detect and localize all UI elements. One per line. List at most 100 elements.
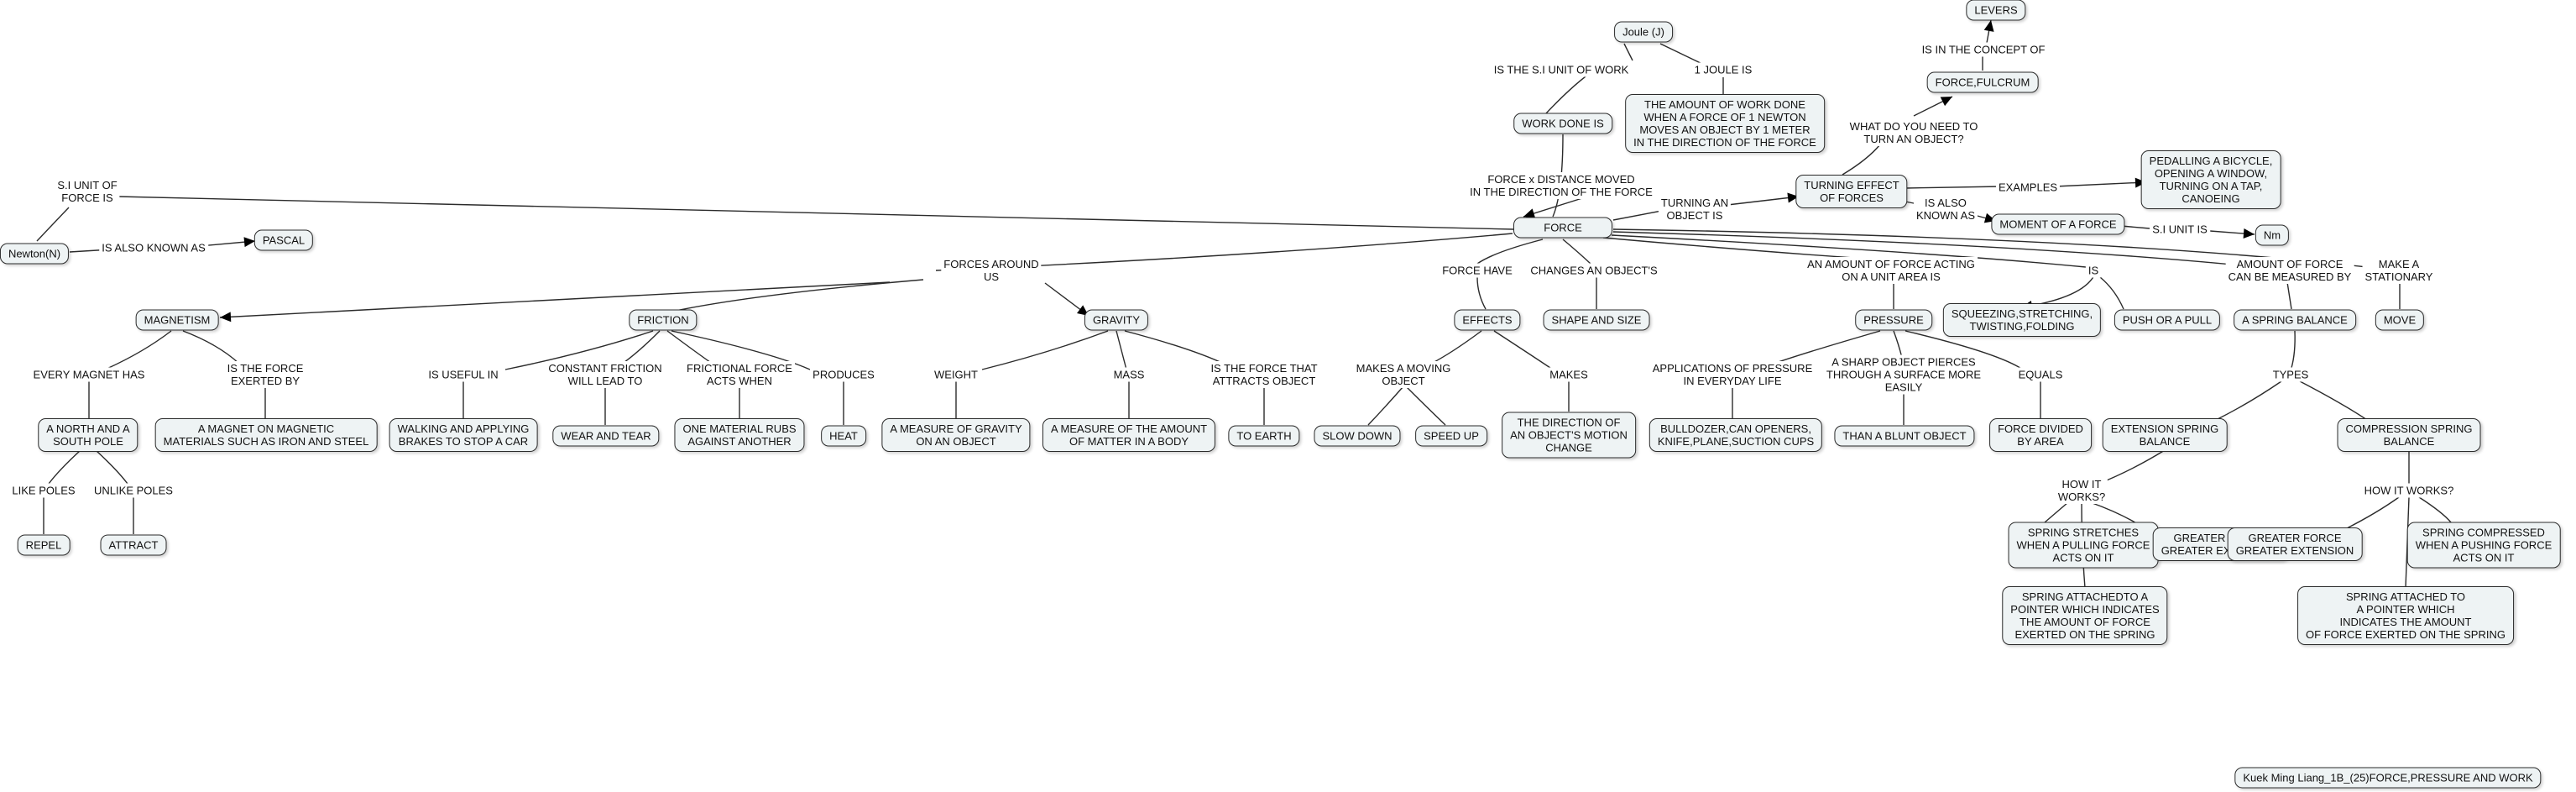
label-attracts-earth: IS THE FORCE THAT ATTRACTS OBJECT: [1208, 361, 1320, 388]
link-force-changes: [1562, 239, 1591, 265]
label-how-works-1: HOW IT WORKS?: [2055, 477, 2108, 504]
label-mass: MASS: [1110, 367, 1147, 382]
node-bulldozer[interactable]: BULLDOZER,CAN OPENERS, KNIFE,PLANE,SUCTI…: [1649, 418, 1823, 452]
node-newton[interactable]: Newton(N): [0, 243, 70, 265]
label-make-stationary: MAKE A STATIONARY: [2362, 257, 2436, 284]
node-walking[interactable]: WALKING AND APPLYING BRAKES TO STOP A CA…: [389, 418, 538, 452]
node-spring-compressed[interactable]: SPRING COMPRESSED WHEN A PUSHING FORCE A…: [2406, 522, 2561, 569]
node-to-earth[interactable]: TO EARTH: [1228, 425, 1300, 447]
link-turning-te: [1727, 196, 1800, 206]
node-spring-attached-2[interactable]: SPRING ATTACHED TO A POINTER WHICH INDIC…: [2297, 586, 2514, 645]
node-wear-tear[interactable]: WEAR AND TEAR: [552, 425, 660, 447]
link-forcearound-friction: [671, 279, 924, 312]
link-moving-slow: [1367, 386, 1404, 426]
node-force-area[interactable]: FORCE DIVIDED BY AREA: [1989, 418, 2092, 452]
node-spring-attached-1[interactable]: SPRING ATTACHEDTO A POINTER WHICH INDICA…: [2002, 586, 2168, 645]
node-pressure[interactable]: PRESSURE: [1855, 309, 1932, 331]
node-heat[interactable]: HEAT: [821, 425, 866, 447]
node-push-pull[interactable]: PUSH OR A PULL: [2114, 309, 2221, 331]
label-moving-object: MAKES A MOVING OBJECT: [1353, 361, 1454, 388]
label-examples: EXAMPLES: [1995, 180, 2061, 195]
node-move[interactable]: MOVE: [2375, 309, 2425, 331]
label-in-concept: IS IN THE CONCEPT OF: [1919, 42, 2048, 57]
link-forcehave-effects: [1476, 276, 1487, 310]
node-compression-balance[interactable]: COMPRESSION SPRING BALANCE: [2337, 418, 2481, 452]
link-effects-moving: [1430, 330, 1482, 365]
link-sb-types: [2291, 330, 2296, 369]
node-squeezing[interactable]: SQUEEZING,STRETCHING, TWISTING,FOLDING: [1942, 303, 2102, 337]
link-joule-onejoule: [1659, 43, 1705, 66]
node-one-material[interactable]: ONE MATERIAL RUBS AGAINST ANOTHER: [674, 418, 805, 452]
label-is: IS: [2085, 263, 2102, 278]
label-forces-around: FORCES AROUND US: [941, 257, 1042, 284]
link-si-force: [117, 196, 1514, 230]
node-speed-up[interactable]: SPEED UP: [1415, 425, 1487, 447]
node-gravity[interactable]: GRAVITY: [1084, 309, 1149, 331]
node-nm[interactable]: Nm: [2255, 224, 2290, 246]
label-what-need: WHAT DO YOU NEED TO TURN AN OBJECT?: [1847, 119, 1981, 146]
node-spring-balance[interactable]: A SPRING BALANCE: [2234, 309, 2356, 331]
node-work-done[interactable]: WORK DONE IS: [1513, 113, 1612, 134]
link-examples-ped: [2054, 181, 2147, 187]
label-unlike-poles: UNLIKE POLES: [91, 483, 175, 498]
link-te-examples: [1905, 186, 2003, 189]
label-si-unit-is: S.I UNIT IS: [2150, 222, 2210, 237]
link-what-ff-arrowhead-icon: [1940, 97, 1952, 107]
label-constant-friction: CONSTANT FRICTION WILL LEAD TO: [546, 361, 665, 388]
node-north-south[interactable]: A NORTH AND A SOUTH POLE: [38, 418, 138, 452]
node-levers[interactable]: LEVERS: [1966, 0, 2026, 21]
node-pedalling[interactable]: PEDALLING A BICYCLE, OPENING A WINDOW, T…: [2140, 150, 2281, 209]
link-pressure-sharp: [1893, 330, 1903, 359]
label-measured-by: AMOUNT OF FORCE CAN BE MEASURED BY: [2225, 257, 2354, 284]
node-force-fulcrum[interactable]: FORCE,FULCRUM: [1926, 71, 2039, 93]
link-friction-constant: [620, 330, 661, 365]
node-author[interactable]: Kuek Ming Liang_1B_(25)FORCE,PRESSURE AN…: [2234, 767, 2542, 789]
link-siwork-joule: [1623, 43, 1633, 61]
node-moment[interactable]: MOMENT OF A FORCE: [1991, 213, 2125, 235]
label-every-magnet: EVERY MAGNET HAS: [30, 367, 148, 382]
node-measure-gravity[interactable]: A MEASURE OF GRAVITY ON AN OBJECT: [881, 418, 1031, 452]
node-magnetism[interactable]: MAGNETISM: [135, 309, 219, 331]
node-pascal[interactable]: PASCAL: [253, 229, 314, 251]
node-direction-change[interactable]: THE DIRECTION OF AN OBJECT'S MOTION CHAN…: [1502, 412, 1636, 459]
label-makes: MAKES: [1547, 367, 1591, 382]
link-pascal-arrow-arrowhead-icon: [243, 237, 255, 248]
link-moving-speed: [1405, 386, 1446, 426]
link-gravity-weight: [981, 330, 1109, 370]
label-useful-in: IS USEFUL IN: [426, 367, 501, 382]
node-greater-extension-2[interactable]: GREATER FORCE GREATER EXTENSION: [2227, 527, 2363, 561]
link-force-forcehave: [1476, 239, 1544, 265]
link-types-ext: [2215, 380, 2282, 421]
node-spring-stretches[interactable]: SPRING STRETCHES WHEN A PULLING FORCE AC…: [2008, 522, 2159, 569]
node-slow-down[interactable]: SLOW DOWN: [1314, 425, 1401, 447]
node-effects[interactable]: EFFECTS: [1454, 309, 1521, 331]
node-magnet-materials[interactable]: A MAGNET ON MAGNETIC MATERIALS SUCH AS I…: [154, 418, 378, 452]
link-force-measured: [1612, 231, 2242, 266]
node-force[interactable]: FORCE: [1513, 217, 1612, 239]
node-amount-work[interactable]: THE AMOUNT OF WORK DONE WHEN A FORCE OF …: [1625, 94, 1825, 153]
node-blunt[interactable]: THAN A BLUNT OBJECT: [1834, 425, 1975, 447]
label-like-poles: LIKE POLES: [9, 483, 78, 498]
node-measure-matter[interactable]: A MEASURE OF THE AMOUNT OF MATTER IN A B…: [1042, 418, 1216, 452]
label-equals: EQUALS: [2015, 367, 2066, 382]
link-magnetism-exerted: [182, 330, 240, 365]
node-attract[interactable]: ATTRACT: [100, 534, 167, 556]
label-also-known-pascal: IS ALSO KNOWN AS: [99, 240, 208, 255]
node-extension-balance[interactable]: EXTENSION SPRING BALANCE: [2102, 418, 2228, 452]
link-force-is: [1611, 234, 2087, 268]
node-joule[interactable]: Joule (J): [1614, 21, 1673, 43]
label-turning-an-object: TURNING AN OBJECT IS: [1658, 196, 1732, 223]
node-repel[interactable]: REPEL: [17, 534, 71, 556]
node-friction[interactable]: FRICTION: [629, 309, 698, 331]
node-turning-effect[interactable]: TURNING EFFECT OF FORCES: [1795, 175, 1908, 208]
label-one-joule: 1 JOULE IS: [1691, 62, 1755, 77]
link-ext-how: [2098, 449, 2166, 485]
label-changes-shape: CHANGES AN OBJECT'S: [1528, 263, 1660, 278]
link-how-stretches: [2044, 501, 2069, 523]
node-shape-size[interactable]: SHAPE AND SIZE: [1543, 309, 1650, 331]
link-pressure-equals: [1905, 330, 2024, 370]
link-friction-produces: [671, 330, 811, 370]
link-newton-si: [36, 207, 70, 242]
link-forcearound-magnetism-arrowhead-icon: [220, 312, 232, 323]
label-sharp-object: A SHARP OBJECT PIERCES THROUGH A SURFACE…: [1823, 354, 1984, 395]
